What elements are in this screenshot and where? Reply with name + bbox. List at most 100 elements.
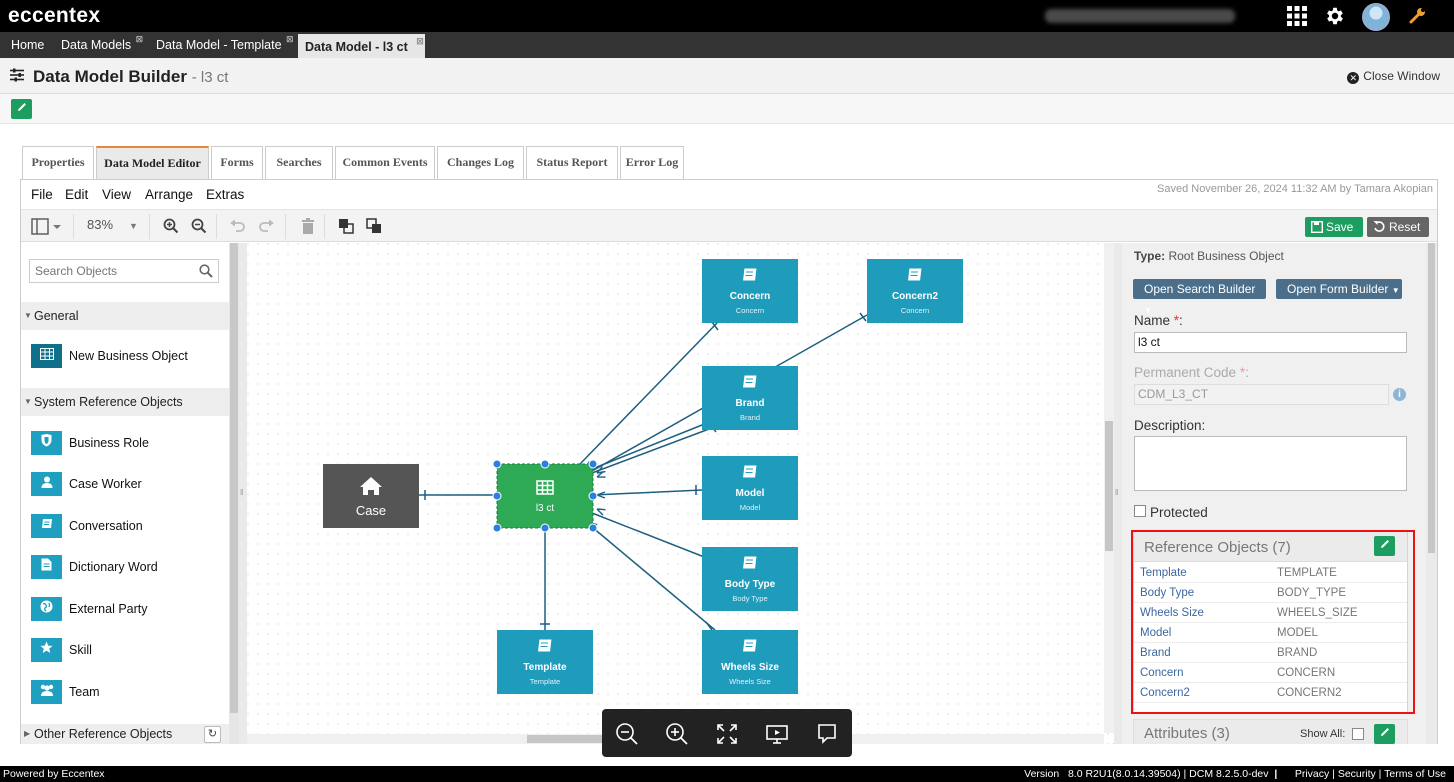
presentation-button[interactable] [765,722,789,746]
resize-handle[interactable] [588,523,598,533]
menu-file[interactable]: File [31,187,53,202]
resize-handle[interactable] [492,491,502,501]
open-search-builder-button[interactable]: Open Search Builder ▼ [1133,279,1266,315]
scrollbar-thumb[interactable] [230,243,238,713]
right-splitter[interactable]: ‖ [1114,243,1122,744]
tab-status-report[interactable]: Status Report [526,146,618,179]
apps-grid-icon[interactable] [1286,5,1308,27]
canvas-vertical-scrollbar[interactable] [1104,243,1114,733]
description-field[interactable] [1134,436,1407,491]
layout-panel-toggle[interactable] [31,218,63,236]
reference-name[interactable]: Body Type [1140,587,1195,599]
fit-screen-button[interactable] [715,722,739,746]
group-other-reference-objects[interactable]: ▶Other Reference Objects ↻ [21,724,229,744]
refresh-icon[interactable]: ↻ [204,726,221,743]
window-tab-data-model-template[interactable]: Data Model - Template⊠ [149,32,295,58]
resize-handle[interactable] [492,459,502,469]
footer-link-terms[interactable]: Terms of Use [1384,768,1446,780]
gear-icon[interactable] [1324,5,1346,27]
palette-item-case-worker[interactable]: Case Worker [31,472,231,496]
delete-button[interactable] [301,218,315,236]
zoom-in-button[interactable] [665,722,689,746]
menu-view[interactable]: View [102,187,132,202]
relationship-edge[interactable] [591,425,718,474]
redo-button[interactable] [257,218,275,236]
close-window-button[interactable]: ✕Close Window [1347,69,1440,84]
palette-item-dictionary-word[interactable]: Dictionary Word [31,555,231,579]
relationship-edge[interactable] [579,322,718,465]
footer-link-security[interactable]: Security [1337,768,1376,780]
tab-data-model-editor[interactable]: Data Model Editor [96,146,209,179]
menu-extras[interactable]: Extras [206,187,245,202]
zoom-select[interactable]: 83%▼ [87,217,138,235]
reference-name[interactable]: Concern2 [1140,687,1190,699]
reference-name[interactable]: Brand [1140,647,1171,659]
close-tab-icon[interactable]: ⊠ [135,34,144,44]
search-objects-field[interactable] [29,259,219,283]
comment-button[interactable] [815,722,839,746]
tab-forms[interactable]: Forms [211,146,263,179]
palette-item-business-role[interactable]: Business Role [31,431,231,455]
tab-common-events[interactable]: Common Events [335,146,435,179]
reference-name[interactable]: Model [1140,627,1172,639]
close-tab-icon[interactable]: ⊠ [285,34,294,44]
show-all-checkbox[interactable] [1352,728,1364,740]
resize-handle[interactable] [540,459,550,469]
diagram-node-l3ct[interactable]: l3 ct [492,459,598,533]
search-icon[interactable] [199,264,213,278]
left-splitter[interactable]: ‖ [239,243,247,744]
node-box[interactable] [496,463,594,529]
zoom-out-button[interactable] [191,218,207,236]
resize-handle[interactable] [588,459,598,469]
relationship-edge[interactable] [591,526,716,631]
diagram-node-case[interactable]: Case [323,464,419,528]
name-field[interactable]: l3 ct [1134,332,1407,353]
properties-scrollbar[interactable] [1426,243,1437,744]
zoom-out-button[interactable] [615,722,639,746]
user-avatar[interactable] [1362,3,1390,31]
menu-arrange[interactable]: Arrange [145,187,194,202]
tab-searches[interactable]: Searches [265,146,333,179]
palette-item-new-business-object[interactable]: New Business Object [31,344,231,368]
resize-handle[interactable] [540,523,550,533]
menu-edit[interactable]: Edit [65,187,89,202]
edit-pencil-button[interactable] [11,99,32,119]
reference-name[interactable]: Template [1140,567,1187,579]
relationship-edge[interactable] [592,489,703,496]
wrench-icon[interactable] [1408,5,1430,27]
node-box[interactable] [323,464,419,528]
window-tab-data-model-l3ct[interactable]: Data Model - l3 ct⊠ [298,32,425,58]
window-tab-home[interactable]: Home [4,32,51,58]
open-form-builder-button[interactable]: Open Form Builder ▼ [1276,279,1402,299]
reset-button[interactable]: Reset [1367,217,1429,237]
protected-checkbox[interactable] [1134,505,1146,517]
footer-link-privacy[interactable]: Privacy [1294,768,1330,780]
reference-name[interactable]: Wheels Size [1140,607,1204,619]
tab-error-log[interactable]: Error Log [620,146,684,179]
send-to-back-button[interactable] [366,218,382,236]
palette-item-conversation[interactable]: Conversation [31,514,231,538]
save-button[interactable]: Save [1305,217,1363,237]
reference-name[interactable]: Concern [1140,667,1184,679]
scrollbar-thumb[interactable] [1105,421,1113,551]
group-general[interactable]: ▼General [21,302,229,330]
palette-item-external-party[interactable]: External Party [31,597,231,621]
resize-handle[interactable] [492,523,502,533]
sliders-icon[interactable] [10,68,24,82]
resize-handle[interactable] [588,491,598,501]
edit-reference-objects-button[interactable] [1374,536,1395,556]
relationship-edge[interactable] [591,418,718,470]
